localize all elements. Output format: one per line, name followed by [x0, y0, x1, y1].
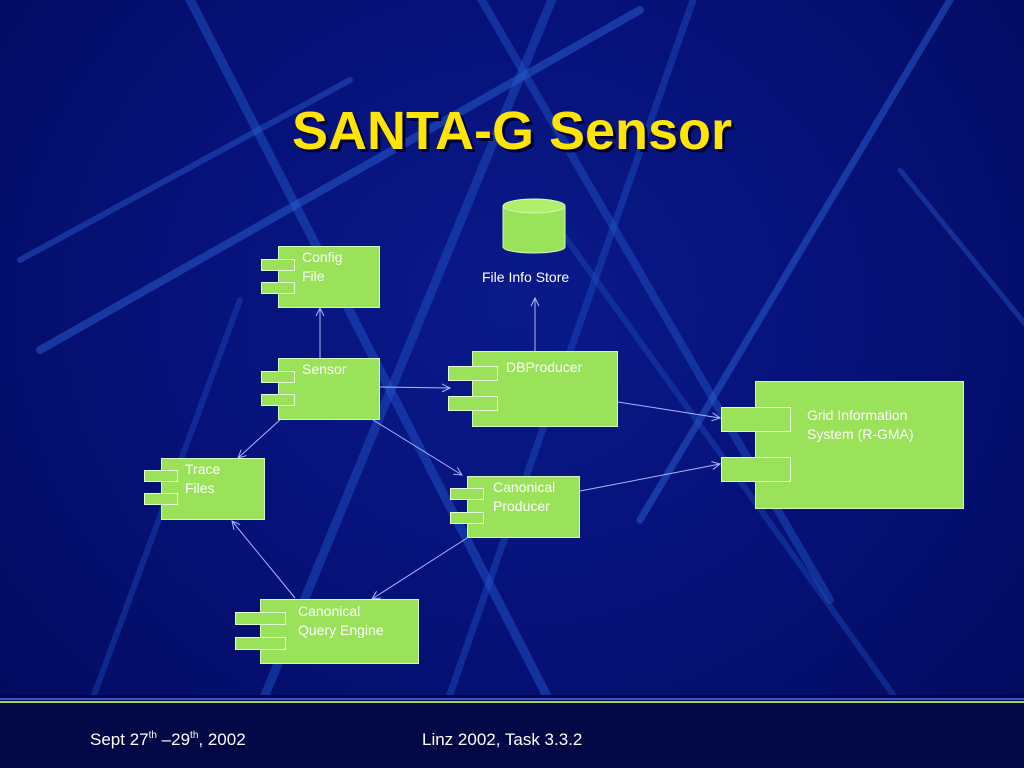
component-port	[261, 259, 295, 271]
trace-files-label-line1: Trace	[185, 461, 221, 477]
component-port	[235, 612, 286, 625]
component-port	[448, 366, 498, 381]
dbproducer-label: DBProducer	[506, 359, 583, 375]
grid-information-system-label-line2: System (R-GMA)	[807, 426, 914, 442]
canonical-producer-label-line2: Producer	[493, 498, 550, 514]
footer-date-sup2: th	[190, 730, 199, 741]
footer-date: Sept 27th –29th, 2002	[90, 730, 246, 750]
sensor-to-dbproducer-arrow	[379, 387, 450, 388]
component-port	[261, 371, 295, 383]
footer-divider	[0, 698, 1024, 700]
component-port	[448, 396, 498, 411]
component-port	[261, 394, 295, 406]
footer-divider-accent	[0, 701, 1024, 703]
config-file-label-line1: Config	[302, 249, 343, 265]
component-port	[721, 457, 791, 482]
config-file-label-line2: File	[302, 268, 325, 284]
canonical-producer-to-grid-arrow	[579, 464, 720, 492]
grid-information-system-label-line1: Grid Information	[807, 407, 908, 423]
file-info-store-label: File Info Store	[482, 269, 570, 285]
component-port	[144, 493, 178, 505]
footer-date-part3: , 2002	[198, 730, 246, 749]
component-port	[235, 637, 286, 650]
component-port	[261, 282, 295, 294]
component-port	[450, 488, 484, 500]
footer-band	[0, 695, 1024, 768]
footer-event: Linz 2002, Task 3.3.2	[422, 730, 583, 749]
dbproducer-to-grid-arrow	[617, 401, 720, 418]
canonical-query-engine-label-line1: Canonical	[298, 603, 361, 619]
database-cylinder-icon	[502, 198, 566, 254]
slide-title: SANTA-G Sensor	[291, 101, 733, 161]
sensor-label: Sensor	[302, 361, 347, 377]
query-engine-to-trace-files-arrow	[232, 521, 296, 599]
trace-files-label-line2: Files	[185, 480, 215, 496]
component-port	[721, 407, 791, 432]
canonical-producer-label-line1: Canonical	[493, 479, 556, 495]
footer-date-part1: Sept 27	[90, 730, 149, 749]
sensor-to-canonical-producer-arrow	[369, 417, 462, 475]
component-port	[144, 470, 178, 482]
canonical-query-engine-label-line2: Query Engine	[298, 622, 384, 638]
canonical-producer-to-query-engine-arrow	[372, 537, 468, 599]
sensor-to-trace-files-arrow	[238, 417, 283, 458]
footer-date-sup1: th	[148, 730, 157, 741]
footer-date-part2: –29	[156, 730, 191, 749]
component-port	[450, 512, 484, 524]
